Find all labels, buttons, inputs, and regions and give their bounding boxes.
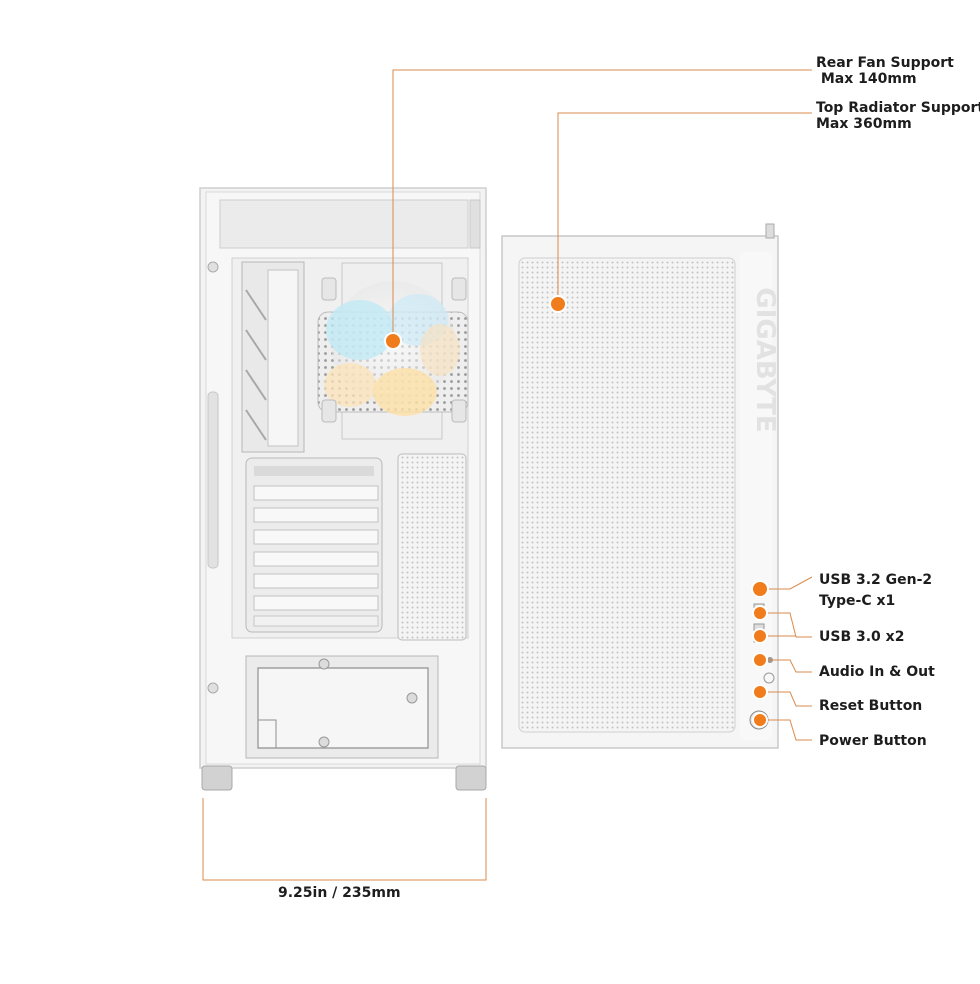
callout-lines <box>202 69 813 881</box>
power-label: Power Button <box>819 733 927 749</box>
usb-c-marker <box>751 580 769 598</box>
top-radiator-label-line2: Max 360mm <box>816 116 912 132</box>
io-shield <box>241 261 305 453</box>
power-marker <box>752 712 768 728</box>
rear-vent-mesh <box>397 453 467 641</box>
usb-c-label: USB 3.2 Gen-2 Type-C x1 <box>819 570 932 612</box>
audio-label: Audio In & Out <box>819 664 935 680</box>
reset-label: Reset Button <box>819 698 923 714</box>
reset-marker <box>752 684 768 700</box>
foot <box>455 765 487 791</box>
psu-bay <box>245 655 439 759</box>
usb-c-label-line1: USB 3.2 Gen-2 <box>819 572 933 588</box>
rear-fan-marker <box>384 332 402 350</box>
foot <box>201 765 233 791</box>
usb3-label: USB 3.0 x2 <box>819 629 905 645</box>
case-top-view: GIGABYTE <box>501 223 780 749</box>
rear-fan-label-line1: Rear Fan Support <box>816 55 954 71</box>
rear-fan-label-line2: Max 140mm <box>816 71 917 87</box>
brand-logo: GIGABYTE <box>750 287 780 432</box>
top-radiator-marker <box>549 295 567 313</box>
usb3-marker <box>752 605 768 621</box>
top-radiator-label: Top Radiator Support Max 360mm <box>816 100 980 132</box>
rear-fan-label: Rear Fan Support Max 140mm <box>816 55 954 87</box>
usb3-marker <box>752 628 768 644</box>
case-rear-view <box>199 187 487 791</box>
usb-c-label-line2: Type-C x1 <box>819 593 896 609</box>
width-dimension: 9.25in / 235mm <box>278 885 401 901</box>
top-radiator-label-line1: Top Radiator Support <box>816 100 980 116</box>
expansion-slots <box>245 457 383 633</box>
audio-marker <box>752 652 768 668</box>
